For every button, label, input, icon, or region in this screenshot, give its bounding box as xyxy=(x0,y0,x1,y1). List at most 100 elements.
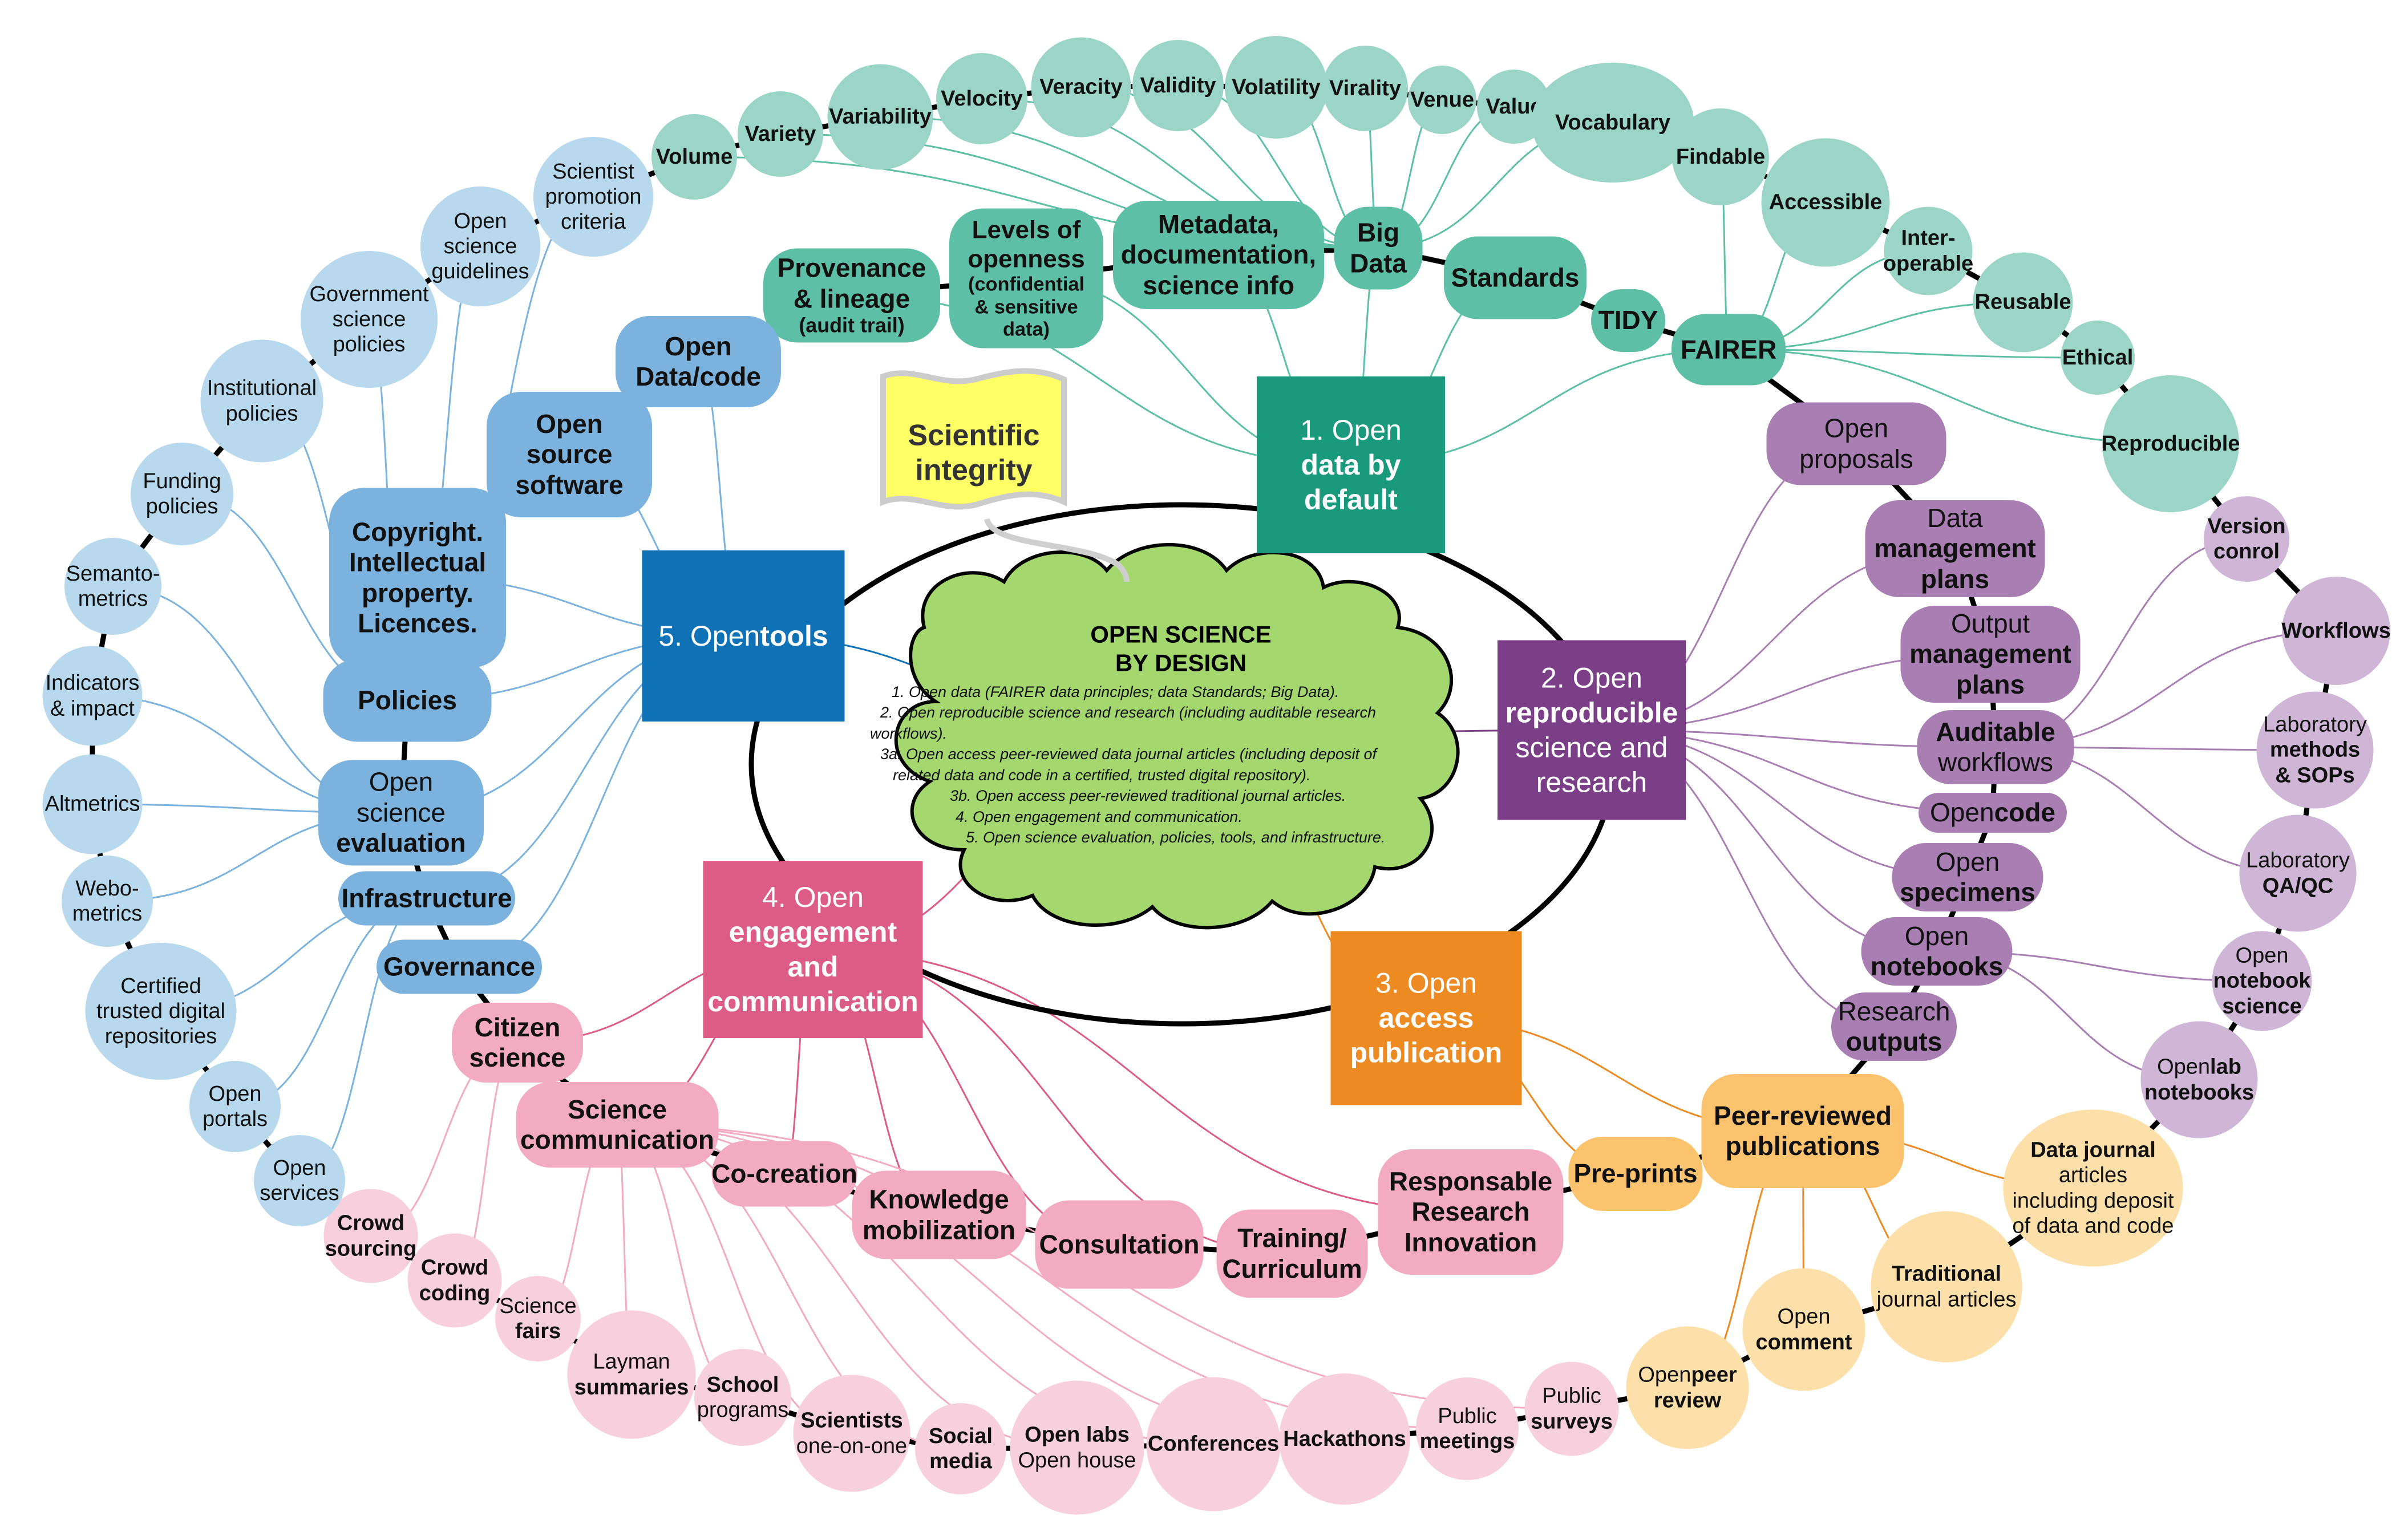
node-text: Variability xyxy=(829,104,932,129)
node-text: Copyright. xyxy=(352,517,483,547)
node-text: Social xyxy=(929,1424,993,1448)
node-text: property. xyxy=(362,578,473,607)
node-text: Auditable xyxy=(1936,716,2055,747)
node-tools: 5. Open tools xyxy=(642,550,845,722)
node-text: management xyxy=(1874,533,2036,564)
node-text: Validity xyxy=(1140,73,1216,98)
node-veracity: Veracity xyxy=(1031,37,1131,137)
core-item: 3b. Open access peer-reviewed traditiona… xyxy=(950,787,1346,805)
node-text: Workflows xyxy=(2281,618,2391,643)
node-text: mobilization xyxy=(862,1215,1016,1245)
node-training: Training/Curriculum xyxy=(1216,1209,1368,1298)
node-text: communication xyxy=(520,1125,714,1154)
node-text: Open xyxy=(1777,1304,1831,1329)
integrity-label: Scientific integrity xyxy=(908,419,1039,489)
node-text: proposals xyxy=(1799,444,1913,473)
node-text: Standards xyxy=(1451,262,1580,293)
node-text: communication xyxy=(707,986,918,1018)
node-text: Volatility xyxy=(1232,75,1321,99)
node-velocity: Velocity xyxy=(936,53,1027,144)
node-text: 2. Open xyxy=(1541,662,1642,694)
node-fairer: FAIRER xyxy=(1672,314,1786,386)
node-text: Data journal xyxy=(2030,1138,2156,1162)
node-text: Funding xyxy=(143,469,221,493)
node-text: one-on-one xyxy=(796,1434,908,1458)
node-text: plans xyxy=(1956,669,2025,699)
node-text: Provenance xyxy=(777,253,926,283)
node-text: programs xyxy=(697,1398,789,1422)
node-standards: Standards xyxy=(1444,236,1587,319)
node-text: comment xyxy=(1755,1330,1852,1354)
node-findable: Findable xyxy=(1672,108,1769,205)
node-text: Public xyxy=(1542,1384,1601,1408)
node-text: Laboratory xyxy=(2246,848,2350,873)
node-text: Open xyxy=(454,209,507,233)
node-text: notebook xyxy=(2213,968,2311,993)
node-reproducible-c: Reproducible xyxy=(2102,375,2240,512)
thin-connector xyxy=(812,949,1471,1213)
node-text: tools xyxy=(760,619,828,652)
node-text: Hackathons xyxy=(1283,1426,1406,1451)
node-text: access xyxy=(1378,1002,1474,1034)
node-text: Scientists xyxy=(800,1408,903,1433)
cloud-shape xyxy=(894,543,1460,930)
node-text: Responsable xyxy=(1389,1166,1553,1196)
node-virality: Virality xyxy=(1322,46,1408,131)
node-text: Training/ xyxy=(1237,1223,1347,1253)
core-list: 1. Open data (FAIRER data principles; da… xyxy=(870,682,1452,848)
node-text: science xyxy=(332,307,406,331)
node-text: data by xyxy=(1301,448,1401,481)
node-text: Open xyxy=(2157,1055,2211,1079)
node-text: journal articles xyxy=(1876,1287,2017,1311)
node-text: Open xyxy=(1638,1363,1691,1387)
node-text: Indicators xyxy=(45,671,140,695)
node-text: & lineage xyxy=(793,283,910,314)
node-text: articles xyxy=(2058,1163,2128,1188)
node-governance: Governance xyxy=(377,939,542,994)
core-item: related data and code in a certified, tr… xyxy=(893,766,1311,784)
node-text: Velocity xyxy=(941,86,1023,111)
node-text: Scientist xyxy=(552,159,634,184)
node-text: fairs xyxy=(515,1319,561,1343)
flag-pole-curve xyxy=(984,518,1130,582)
node-text: Veracity xyxy=(1039,75,1123,99)
node-consultation: Consultation xyxy=(1035,1200,1204,1289)
node-text: Virality xyxy=(1329,76,1402,100)
node-text: Governance xyxy=(383,951,535,982)
thin-connector xyxy=(1728,348,2171,445)
node-text: 3. Open xyxy=(1375,967,1477,999)
node-interoperable: Inter-operable xyxy=(1883,206,1973,295)
node-text: Conferences xyxy=(1147,1432,1280,1456)
node-semanto: Semanto-metrics xyxy=(64,538,161,635)
node-text: workflows xyxy=(1938,747,2053,777)
node-text: lab xyxy=(2210,1055,2241,1079)
node-text: data) xyxy=(1003,318,1050,341)
node-text: criteria xyxy=(560,210,626,234)
node-text: Pre-prints xyxy=(1573,1158,1698,1189)
node-text: evaluation xyxy=(336,828,466,858)
node-text: repositories xyxy=(104,1024,217,1049)
node-text: FAIRER xyxy=(1680,334,1777,364)
node-text: media xyxy=(929,1449,992,1473)
